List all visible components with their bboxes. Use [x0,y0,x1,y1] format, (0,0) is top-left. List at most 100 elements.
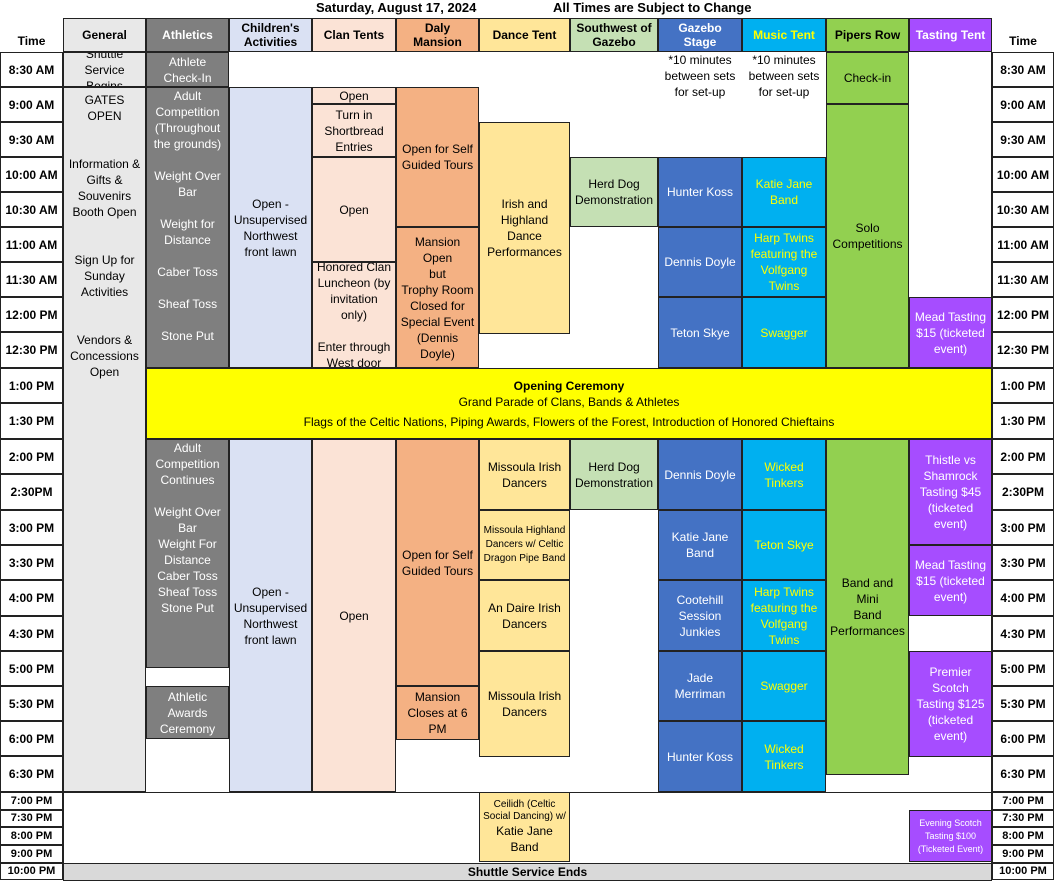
text-line: Volfgang Twins [760,616,808,647]
text-line: Enter through [317,340,391,354]
time-label: 9:00 PM [0,845,63,863]
text-line: featuring the [750,247,818,261]
text-line: *10 minutes [752,53,816,67]
clan-pm: Open [312,439,396,792]
time-label: 5:30 PM [0,686,63,721]
text-line: $15 (ticketed [916,325,985,340]
text-line: between sets [664,69,736,83]
text-line: Sunday [84,269,125,283]
text-line: Entries [335,139,373,154]
text-line: Honored Clan [316,262,392,274]
time-label: 2:30PM [992,474,1054,510]
time-label: 11:00 AM [0,227,63,262]
text-line: Sheaf Toss [157,297,218,311]
text-line: GATES OPEN [84,93,125,123]
text-line: Volfgang Twins [760,263,808,293]
text-line: event) [933,341,968,356]
text-line: but [429,266,446,281]
pipers-checkin: Check-in [826,52,909,104]
music-set: Swagger [742,651,826,721]
schedule-date: Saturday, August 17, 2024 [316,0,477,15]
text-line: Guided Tours [401,563,474,578]
time-label: 8:30 AM [992,52,1054,87]
text-line: Special Event [400,314,475,329]
text-line: Session Junkies [678,608,722,639]
column-header: Southwest of Gazebo [570,18,658,52]
text-line: Luncheon (by [317,276,391,290]
text-line: *10 minutes [668,53,732,67]
text-line: Swagger [760,679,808,693]
text-line [186,312,189,328]
column-header: Athletics [146,18,229,52]
time-label: 9:30 AM [992,122,1054,157]
text-line: Open - [252,196,289,211]
text-line [186,200,189,216]
text-line: Mead Tasting [914,309,987,324]
text-line [103,124,106,140]
text-line: Irish and [501,197,548,211]
text-line: Competition [155,457,220,471]
gazebo-set: Dennis Doyle [658,227,742,297]
text-line: Shortbread [324,123,384,138]
time-label: 8:00 PM [992,827,1054,845]
text-line: Concessions [70,349,139,363]
text-line: between sets [748,69,820,83]
text-line: Begins [86,78,123,87]
general-info-block: GATES OPEN Information &Gifts &Souvenirs… [63,87,146,792]
gazebo-set: Dennis Doyle [658,439,742,510]
time-label: 9:30 AM [0,122,63,157]
text-line: Katie Jane [671,530,729,544]
text-line: Mansion [414,690,461,704]
text-line: West door [326,356,382,368]
text-line: Awards [167,705,208,720]
text-line [103,236,106,252]
text-line: Open for Self [402,547,473,562]
text-line: Booth Open [72,205,137,219]
text-line: Turn in [335,107,373,122]
gazebo-set: Hunter Koss [658,157,742,227]
time-label: 10:30 AM [992,192,1054,227]
text-line: Guided Tours [401,158,474,172]
time-label: 4:30 PM [992,616,1054,651]
text-line: Hunter Koss [666,749,734,764]
time-label: 6:30 PM [0,756,63,792]
text-line: Northwest [243,616,298,631]
text-line: Herd Dog [588,177,640,191]
text-line: the grounds) [153,137,222,151]
text-line [103,300,106,316]
time-label: 10:00 AM [0,157,63,192]
text-line [352,323,355,339]
text-line: Jade Merriman [674,671,726,701]
text-line: Tasting $125 [916,697,985,711]
row-divider [63,792,992,793]
text-line: Swagger [760,325,808,340]
time-label: 10:30 AM [0,192,63,227]
text-line: Competitions [832,237,903,251]
time-label: 9:00 AM [0,87,63,122]
text-line: Missoula Irish [487,459,562,474]
text-line: (Throughout [154,121,221,135]
text-line: Performances [830,624,905,638]
time-label: 4:00 PM [0,580,63,616]
time-label: 1:00 PM [992,368,1054,403]
gazebo-set: Jade Merriman [658,651,742,721]
text-line: Mansion Open [414,234,461,265]
text-line: Information & [68,157,141,171]
text-line: Adult [173,89,202,103]
text-line: Vendors & [76,333,133,347]
text-line: Closed for [410,298,465,313]
time-header-right: Time [1009,34,1037,48]
text-line: front lawn [244,244,297,259]
text-line: Distance [164,553,211,567]
